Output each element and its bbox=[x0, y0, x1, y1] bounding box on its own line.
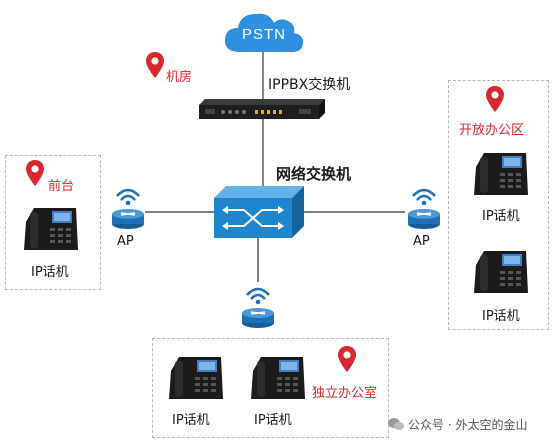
ip-phone-label: IP话机 bbox=[254, 413, 292, 428]
pstn-label: PSTN bbox=[241, 26, 286, 43]
server-room-label: 机房 bbox=[166, 70, 193, 85]
switch-icon bbox=[214, 186, 304, 238]
access-point-bottom bbox=[241, 283, 275, 329]
front-desk-zone bbox=[5, 155, 101, 290]
ap-label: AP bbox=[117, 234, 134, 249]
location-pin-icon bbox=[26, 160, 44, 186]
location-pin-icon bbox=[486, 86, 504, 112]
footer-source: 公众号 · 外太空的金山 bbox=[408, 418, 528, 432]
access-point-left bbox=[111, 184, 145, 230]
front-desk-label: 前台 bbox=[48, 179, 75, 194]
ip-phone bbox=[167, 351, 225, 403]
ippbx-device bbox=[199, 99, 325, 121]
ip-phone-icon bbox=[169, 357, 223, 399]
private-office-label: 独立办公室 bbox=[312, 386, 378, 401]
ip-phone bbox=[249, 351, 307, 403]
location-pin-icon bbox=[338, 346, 356, 372]
ap-label: AP bbox=[413, 234, 430, 249]
wifi-ap-icon bbox=[408, 188, 440, 229]
ippbx-label: IPPBX交换机 bbox=[268, 77, 351, 93]
open-office-label: 开放办公区 bbox=[459, 123, 525, 138]
access-point-right bbox=[407, 184, 441, 230]
ip-phone-icon bbox=[251, 357, 305, 399]
ip-phone-label: IP话机 bbox=[31, 265, 69, 280]
wechat-icon bbox=[388, 417, 404, 431]
location-pin-icon bbox=[146, 52, 164, 78]
network-switch-label: 网络交换机 bbox=[276, 165, 352, 183]
network-switch bbox=[214, 186, 304, 240]
ippbx-icon bbox=[199, 99, 325, 119]
ip-phone bbox=[22, 202, 80, 254]
pstn-cloud: PSTN bbox=[222, 8, 306, 54]
ip-phone-label: IP话机 bbox=[482, 209, 520, 224]
ip-phone-label: IP话机 bbox=[172, 413, 210, 428]
cloud-icon bbox=[224, 13, 304, 53]
wifi-ap-icon bbox=[112, 188, 144, 229]
wifi-ap-icon bbox=[242, 287, 274, 328]
ip-phone-label: IP话机 bbox=[482, 309, 520, 324]
ip-phone-icon bbox=[474, 153, 528, 195]
ip-phone bbox=[472, 245, 530, 297]
private-office-zone bbox=[152, 338, 389, 438]
ip-phone bbox=[472, 147, 530, 199]
ip-phone-icon bbox=[24, 208, 78, 250]
open-office-zone bbox=[448, 80, 549, 330]
ip-phone-icon bbox=[474, 251, 528, 293]
